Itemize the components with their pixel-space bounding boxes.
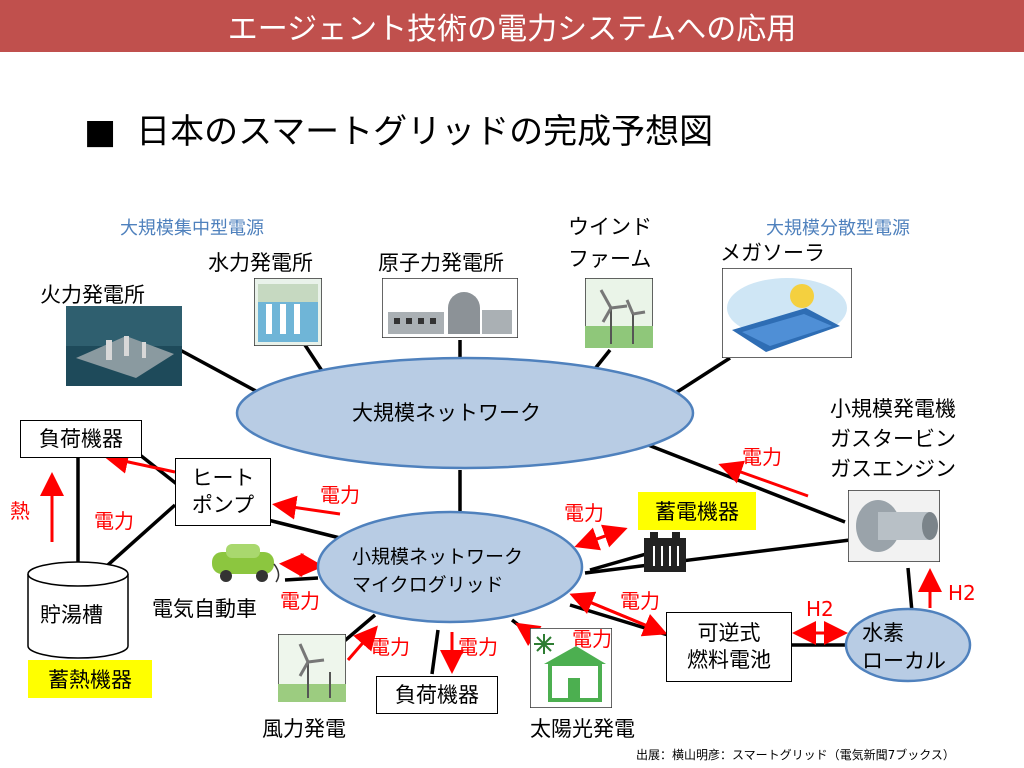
arrow-small-heatpump xyxy=(272,495,341,520)
line-heatpump-tank xyxy=(98,503,177,574)
fuel-cell-box: 可逆式 燃料電池 xyxy=(666,612,792,682)
label-ev: 電気自動車 xyxy=(152,597,257,621)
line-ev-small xyxy=(284,576,319,582)
load-device-box-bottom: 負荷機器 xyxy=(376,676,498,714)
power-label-load: 電力 xyxy=(458,635,498,659)
battery-storage-highlight: 蓄電機器 xyxy=(638,492,756,530)
label-hydro: 水力発電所 xyxy=(208,251,313,275)
h2-label-turbine: H2 xyxy=(948,581,976,605)
wind-farm-image xyxy=(585,278,653,348)
label-nuclear: 原子力発電所 xyxy=(378,251,504,275)
bullet-icon: ■ xyxy=(84,112,117,152)
power-label-turbine: 電力 xyxy=(742,445,782,469)
solar-house-image xyxy=(530,628,612,708)
small-network-label-1: 小規模ネットワーク xyxy=(352,546,524,568)
power-label-battery: 電力 xyxy=(564,501,604,525)
storage-tank-shape xyxy=(27,561,129,659)
power-label-solar: 電力 xyxy=(572,627,612,651)
heat-label: 熱 xyxy=(10,499,30,523)
heat-storage-label: 蓄熱機器 xyxy=(48,668,132,692)
storage-tank-label: 貯湯槽 xyxy=(40,603,103,627)
power-label-fuelcell: 電力 xyxy=(620,589,660,613)
label-small-gen-3: ガスエンジン xyxy=(830,457,956,481)
label-small-gen-2: ガスタービン xyxy=(830,427,956,451)
wind-power-image xyxy=(278,634,346,702)
label-wind-power: 風力発電 xyxy=(262,717,346,741)
hydro-plant-image xyxy=(254,278,322,346)
line-hydrogen-turbine xyxy=(906,567,914,613)
arrow-turbine-power xyxy=(718,460,809,498)
label-mega-solar: メガソーラ xyxy=(720,241,825,265)
fuel-cell-label-1: 可逆式 xyxy=(697,621,761,645)
hydrogen-label-1: 水素 xyxy=(862,621,904,645)
electric-car-image xyxy=(212,544,280,583)
small-network-ellipse xyxy=(316,510,584,624)
power-label-wind: 電力 xyxy=(370,635,410,659)
header-title: エージェント技術の電力システムへの応用 xyxy=(227,12,797,47)
hydrogen-ellipse xyxy=(844,607,972,683)
arrow-heatpump-load xyxy=(104,450,176,474)
load-device-label-top: 負荷機器 xyxy=(39,426,123,451)
label-large-central: 大規模集中型電源 xyxy=(120,218,264,239)
thermal-plant-image xyxy=(66,306,182,386)
hydrogen-label-2: ローカル xyxy=(862,649,946,673)
load-device-box-top: 負荷機器 xyxy=(20,420,142,458)
battery-icon xyxy=(644,532,686,572)
h2-label-fuelcell: H2 xyxy=(806,597,834,621)
fuel-cell-label-2: 燃料電池 xyxy=(687,648,771,672)
slide-subtitle: ■ 日本のスマートグリッドの完成予想図 xyxy=(84,104,713,153)
mega-solar-image xyxy=(722,268,852,358)
load-device-label-bottom: 負荷機器 xyxy=(395,682,479,707)
power-label-heatpump-load: 電力 xyxy=(94,509,134,533)
heat-pump-label-2: ポンプ xyxy=(191,493,255,517)
heat-pump-label-1: ヒート xyxy=(191,466,255,490)
label-small-gen-1: 小規模発電機 xyxy=(830,397,956,421)
arrow-wind xyxy=(346,625,378,661)
nuclear-plant-image xyxy=(382,278,518,338)
power-label-small-heatpump: 電力 xyxy=(320,483,360,507)
battery-storage-label: 蓄電機器 xyxy=(655,500,739,524)
label-solar-power: 太陽光発電 xyxy=(530,717,635,741)
power-label-ev: 電力 xyxy=(280,589,320,613)
label-thermal: 火力発電所 xyxy=(40,283,145,307)
heat-storage-highlight: 蓄熱機器 xyxy=(28,660,152,698)
small-network-label-2: マイクログリッド xyxy=(352,574,504,596)
line-heatpump-small xyxy=(267,518,341,540)
large-network-ellipse xyxy=(235,356,695,470)
label-large-distributed: 大規模分散型電源 xyxy=(766,218,910,239)
label-wind-farm-1: ウインド xyxy=(568,215,652,239)
large-network-label: 大規模ネットワーク xyxy=(352,401,541,425)
slide-header: エージェント技術の電力システムへの応用 xyxy=(0,0,1024,52)
heat-pump-box: ヒート ポンプ xyxy=(175,458,271,526)
subtitle-text: 日本のスマートグリッドの完成予想図 xyxy=(136,112,714,152)
source-citation: 出展：横山明彦：スマートグリッド（電気新聞7ブックス） xyxy=(636,748,955,762)
label-wind-farm-2: ファーム xyxy=(568,247,652,271)
gas-turbine-image xyxy=(848,490,940,562)
line-load-small xyxy=(430,629,440,675)
